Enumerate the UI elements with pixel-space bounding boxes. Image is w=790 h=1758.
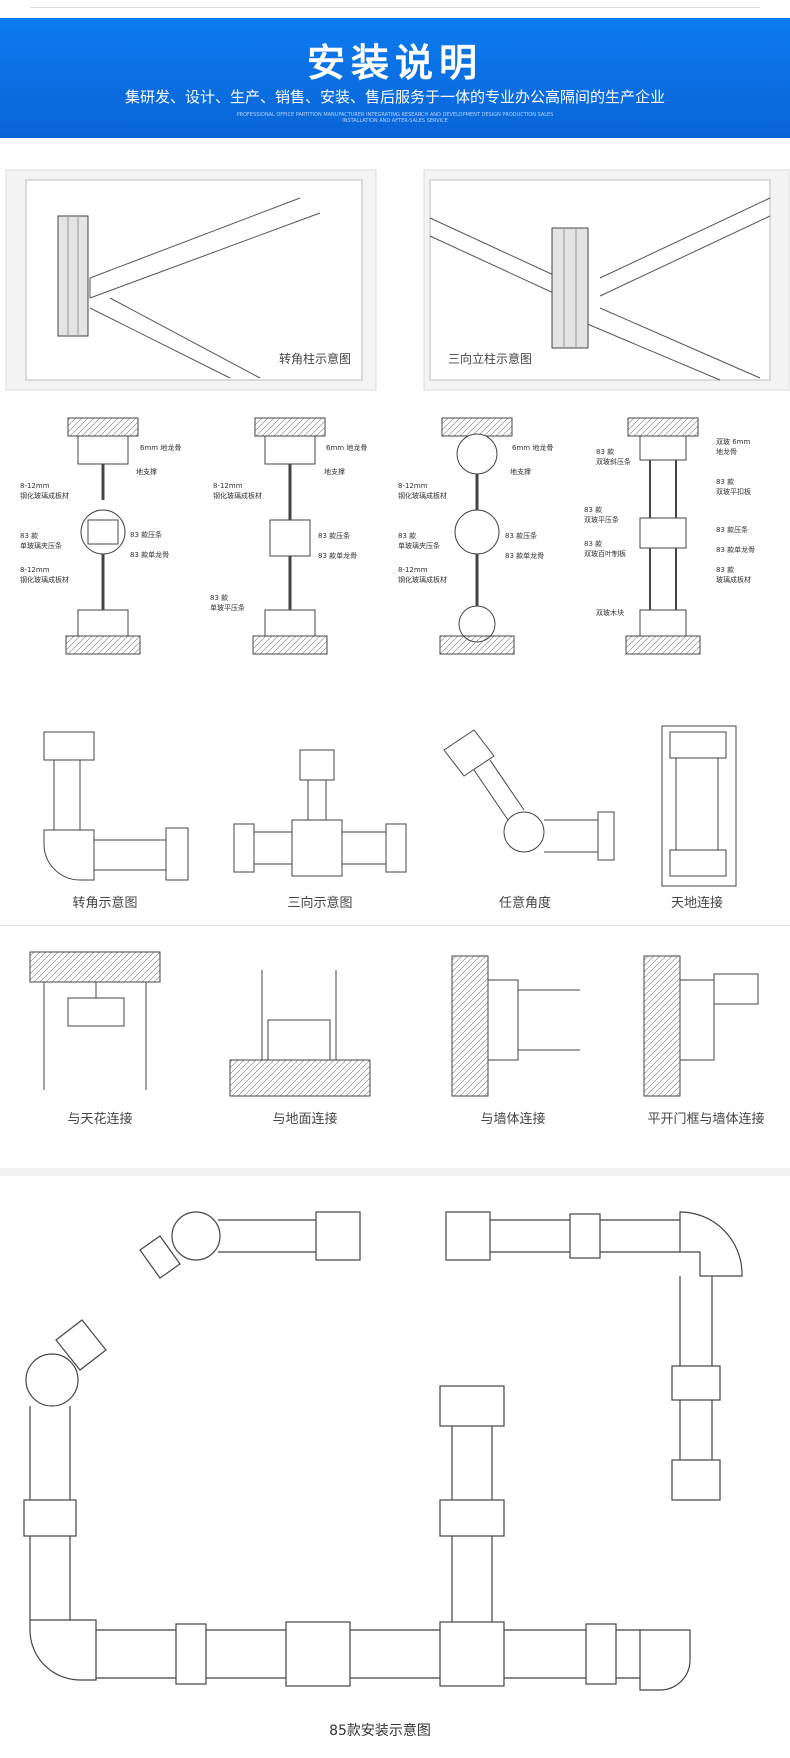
photo-caption-three-way: 三向立柱示意图 xyxy=(447,352,532,366)
photo-illustrations xyxy=(5,169,790,391)
page-title: 安装说明 xyxy=(306,41,483,85)
conn-caption-ceiling: 与天花连接 xyxy=(67,1112,133,1127)
d1-label-9: 钢化玻璃成板材 xyxy=(20,575,69,584)
d3-label-4: 83 款 xyxy=(398,531,416,540)
section-details: 6mm 地龙骨 地支撑 8-12mm 钢化玻璃成板材 83 款 单玻璃夹压条 8… xyxy=(0,410,790,670)
d2-label-2: 8-12mm xyxy=(213,482,243,490)
plan-caption: 85款安装示意图 xyxy=(329,1723,431,1739)
d4-label-9: 双玻百叶制板 xyxy=(584,549,626,558)
installation-plan: 85款安装示意图 xyxy=(0,1190,790,1750)
detail-3 xyxy=(439,417,515,655)
joint-caption-three-way: 三向示意图 xyxy=(287,896,353,911)
d3-label-8: 8-12mm xyxy=(398,566,428,574)
conn-wall xyxy=(451,955,580,1097)
d1-label-8: 8-12mm xyxy=(20,566,50,574)
d2-label-1: 地支撑 xyxy=(324,467,345,476)
section-drawings: 6mm 地龙骨 地支撑 8-12mm 钢化玻璃成板材 83 款 单玻璃夹压条 8… xyxy=(20,417,755,655)
joint-any-angle xyxy=(443,729,615,861)
divider-2 xyxy=(0,1168,790,1176)
connection-types: 与天花连接 与地面连接 与墙体连接 平开门框与墙体连接 xyxy=(0,950,790,1140)
d1-label-5: 单玻璃夹压条 xyxy=(20,541,62,550)
photo-caption-corner: 转角柱示意图 xyxy=(278,352,351,366)
d3-label-6: 83 款压条 xyxy=(505,531,537,540)
d3-label-9: 钢化玻璃成板材 xyxy=(398,575,447,584)
d4-label-4: 83 款 xyxy=(716,477,734,486)
d1-label-2: 8-12mm xyxy=(20,482,50,490)
d4-label-13: 玻璃成板材 xyxy=(716,575,751,584)
d4-label-5: 双玻平扣板 xyxy=(716,487,751,496)
d1-label-6: 83 款压条 xyxy=(130,530,162,539)
d4-label-10: 83 款压条 xyxy=(716,525,748,534)
detail-1 xyxy=(65,417,141,655)
d3-label-0: 6mm 地龙骨 xyxy=(512,443,553,452)
d1-label-0: 6mm 地龙骨 xyxy=(140,443,181,452)
top-strip xyxy=(0,0,790,18)
detail-2 xyxy=(252,417,328,655)
d2-label-5: 83 款单龙骨 xyxy=(318,551,357,560)
d4-label-8: 83 款 xyxy=(584,539,602,548)
conn-ceiling xyxy=(29,951,161,1090)
d4-label-1: 双玻斜压条 xyxy=(596,457,631,466)
d3-label-2: 8-12mm xyxy=(398,482,428,490)
d1-label-7: 83 款单龙骨 xyxy=(130,550,169,559)
conn-caption-floor: 与地面连接 xyxy=(272,1112,338,1127)
conn-floor xyxy=(229,970,371,1097)
d4-label-2: 双玻 6mm xyxy=(716,437,750,446)
joint-types: 转角示意图 三向示意图 任意角度 天地连接 xyxy=(0,720,790,920)
d2-label-4: 83 款压条 xyxy=(318,531,350,540)
detail-4 xyxy=(625,417,701,655)
joint-drawings xyxy=(43,725,737,887)
joint-caption-any-angle: 任意角度 xyxy=(498,896,551,911)
d1-label-4: 83 款 xyxy=(20,531,38,540)
d3-label-3: 钢化玻璃成板材 xyxy=(398,491,447,500)
d4-label-6: 83 款 xyxy=(584,505,602,514)
english-subtitle: PROFESSIONAL OFFICE PARTITION MANUFACTUR… xyxy=(236,112,554,124)
plan-drawing xyxy=(23,1211,743,1691)
d4-label-7: 双玻平压条 xyxy=(584,515,619,524)
connection-drawings xyxy=(29,951,759,1097)
page-subtitle: 集研发、设计、生产、销售、安装、售后服务于一体的专业办公高隔间的生产企业 xyxy=(124,88,665,106)
d4-label-14: 双玻木块 xyxy=(596,608,624,617)
d1-label-1: 地支撑 xyxy=(136,467,157,476)
d2-label-6: 83 款 xyxy=(210,593,228,602)
column-photos: 转角柱示意图 三向立柱示意图 xyxy=(0,168,790,393)
conn-door-wall xyxy=(643,955,759,1097)
joint-three-way xyxy=(233,749,407,877)
d2-label-0: 6mm 地龙骨 xyxy=(326,443,367,452)
d2-label-3: 钢化玻璃成板材 xyxy=(213,491,262,500)
d3-label-5: 单玻璃夹压条 xyxy=(398,541,440,550)
joint-caption-top-bottom: 天地连接 xyxy=(670,896,723,911)
divider-1 xyxy=(0,925,790,926)
d3-label-1: 地支撑 xyxy=(510,467,531,476)
d3-label-7: 83 款单龙骨 xyxy=(505,551,544,560)
d2-label-7: 单玻平压条 xyxy=(210,603,245,612)
joint-top-bottom xyxy=(661,725,737,887)
conn-caption-wall: 与墙体连接 xyxy=(480,1112,546,1127)
d4-label-12: 83 款 xyxy=(716,565,734,574)
d4-label-3: 地龙骨 xyxy=(716,447,737,456)
d4-label-0: 83 款 xyxy=(596,447,614,456)
conn-caption-door-wall: 平开门框与墙体连接 xyxy=(647,1112,765,1127)
header-banner: 安装说明 集研发、设计、生产、销售、安装、售后服务于一体的专业办公高隔间的生产企… xyxy=(0,18,790,138)
d1-label-3: 钢化玻璃成板材 xyxy=(20,491,69,500)
d4-label-11: 83 款单龙骨 xyxy=(716,545,755,554)
joint-corner xyxy=(43,731,189,881)
joint-caption-corner: 转角示意图 xyxy=(72,896,138,911)
